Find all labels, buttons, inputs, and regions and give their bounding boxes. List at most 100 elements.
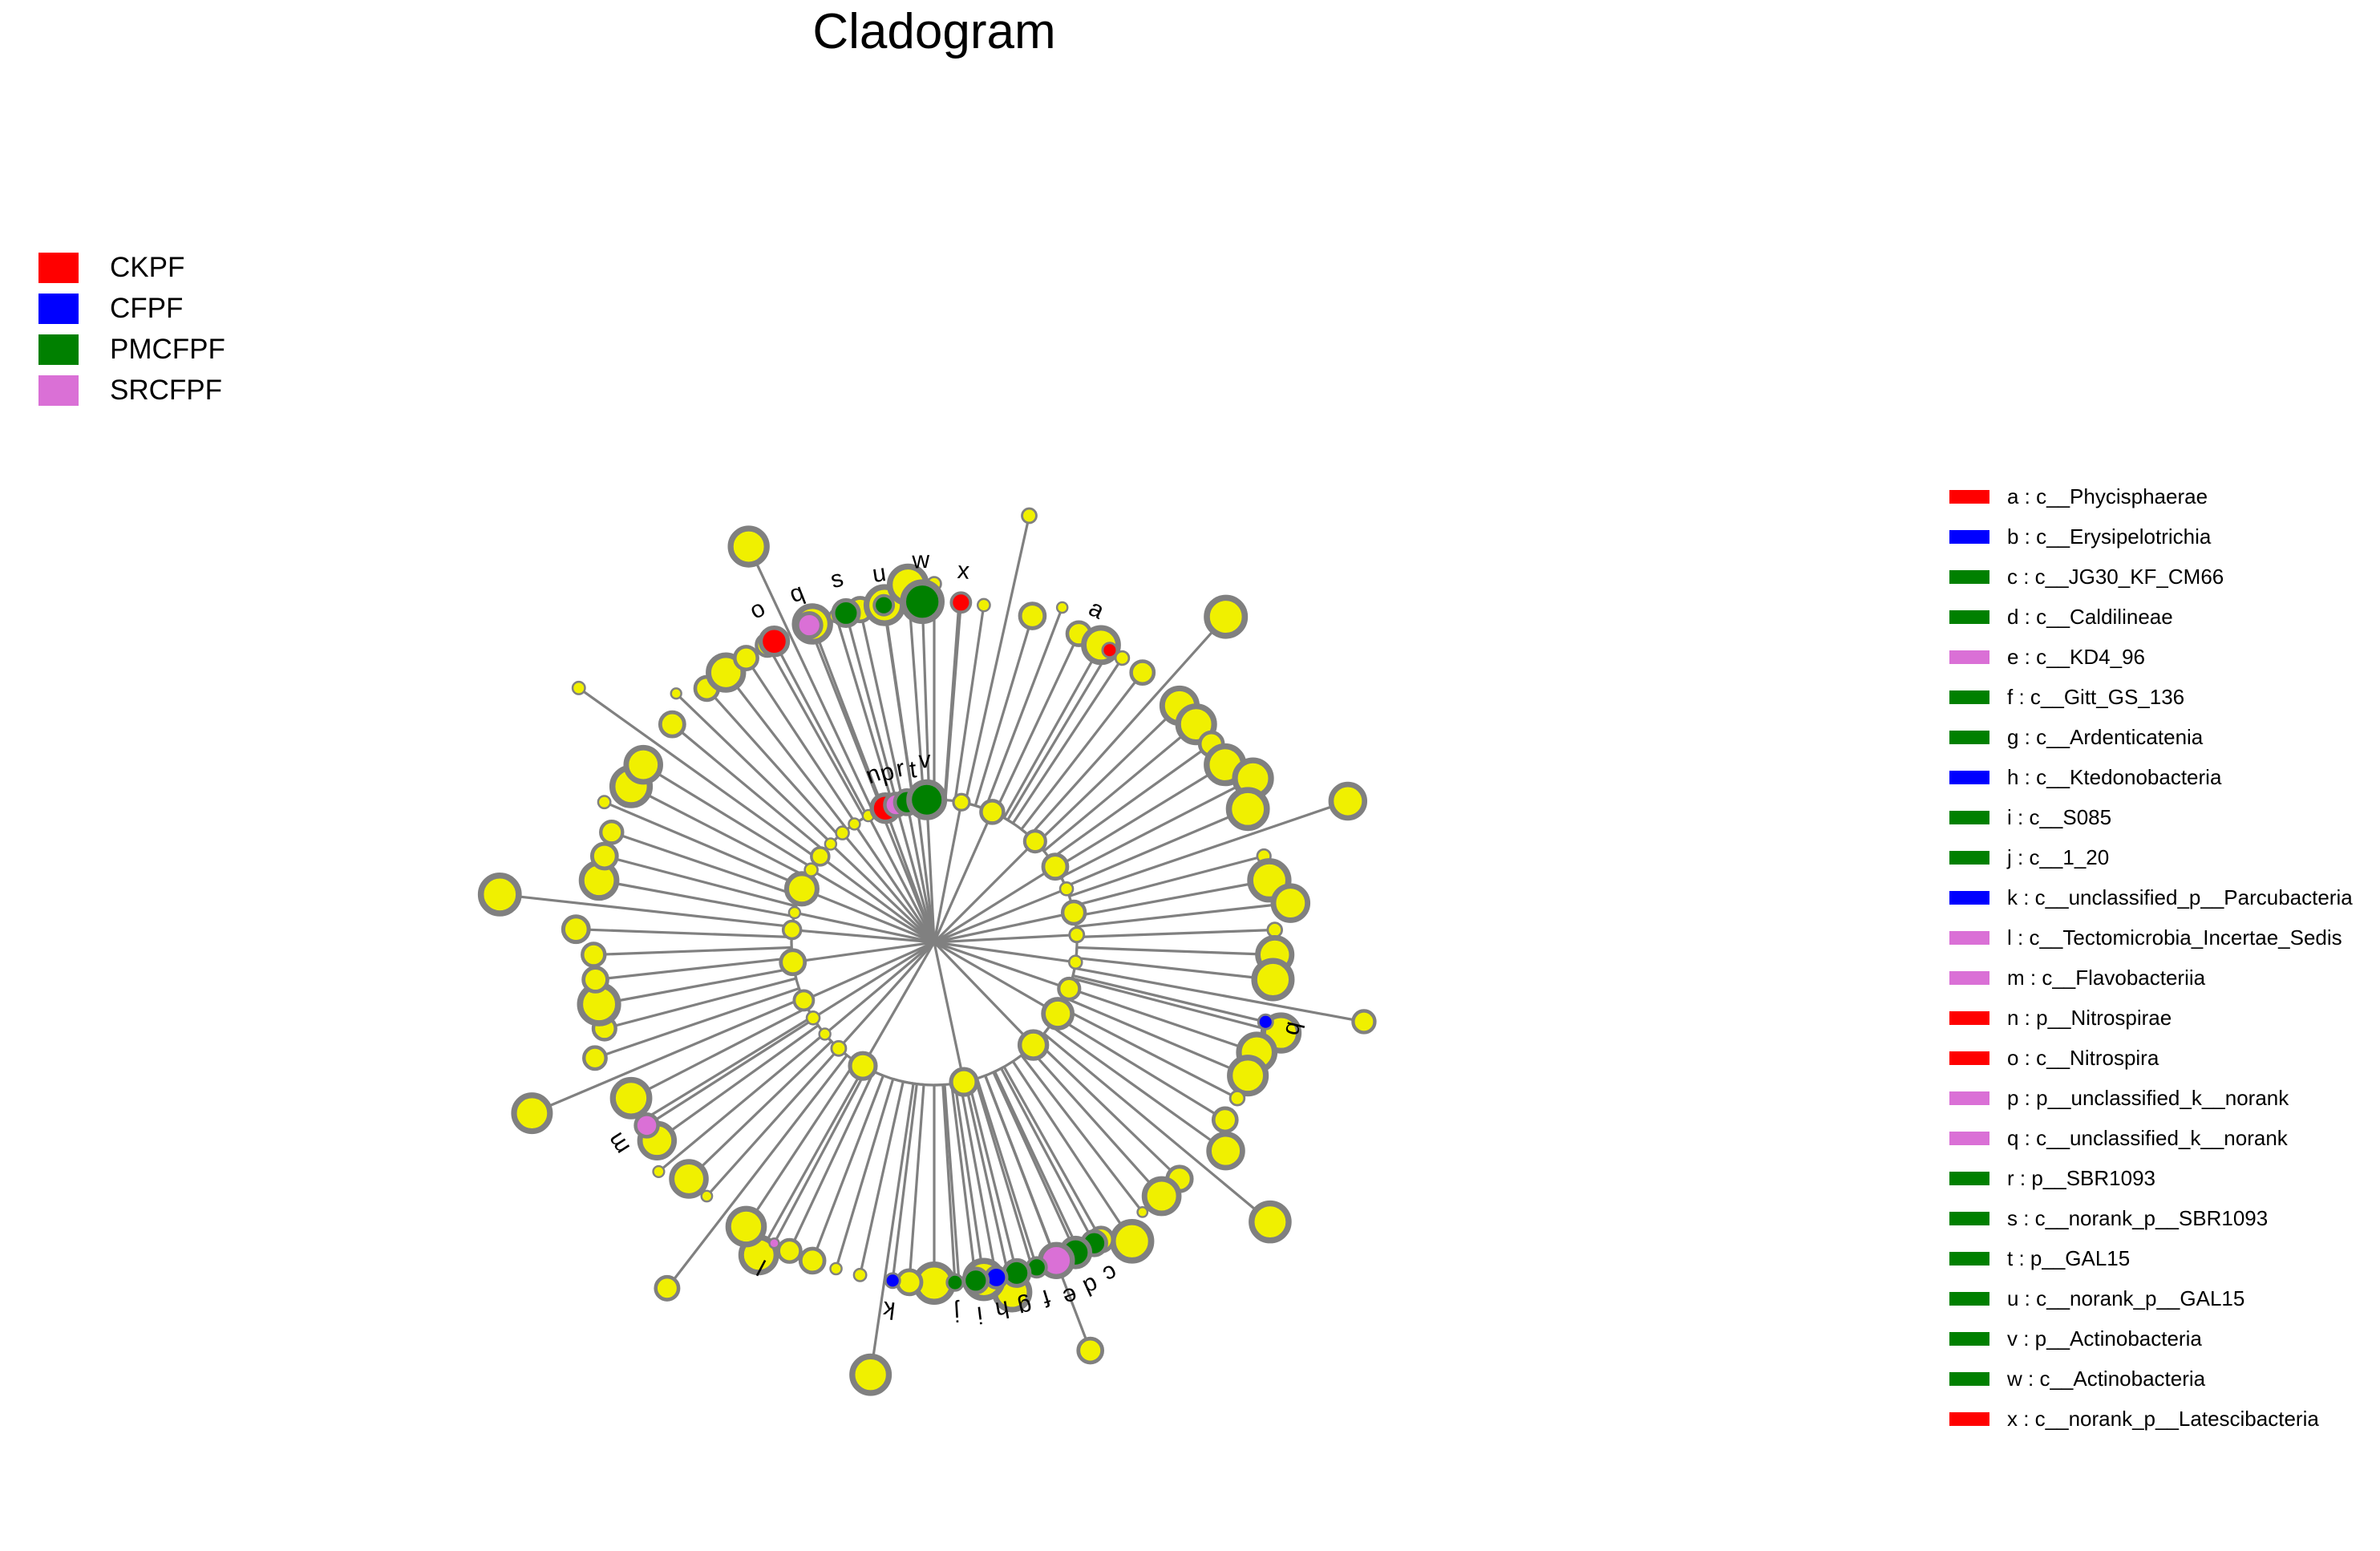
leaf-node — [1021, 507, 1038, 524]
branch-line — [853, 823, 936, 943]
branch-line — [867, 815, 936, 943]
leaf-node — [511, 1092, 553, 1135]
internal-node — [1041, 997, 1075, 1031]
internal-node — [830, 1039, 848, 1057]
taxa-legend-label: n : p__Nitrospirae — [2007, 1006, 2172, 1030]
taxa-legend-label: v : p__Actinobacteria — [2007, 1326, 2202, 1351]
taxa-legend-item-n[interactable]: n : p__Nitrospirae — [1949, 998, 2366, 1038]
taxa-legend-label: r : p__SBR1093 — [2007, 1166, 2156, 1190]
leaf-node — [597, 795, 612, 810]
labeled-node-u — [872, 593, 896, 617]
labeled-node-i — [961, 1266, 990, 1295]
internal-node — [803, 862, 819, 877]
labeled-node-s — [831, 597, 861, 629]
taxa-legend-item-s[interactable]: s : c__norank_p__SBR1093 — [1949, 1198, 2366, 1238]
leaf-node — [599, 820, 625, 845]
node-letter-k: k — [880, 1296, 897, 1324]
labeled-node-o — [758, 626, 791, 658]
taxa-legend-item-v[interactable]: v : p__Actinobacteria — [1949, 1318, 2366, 1359]
internal-node — [848, 1051, 878, 1081]
branch-line — [1068, 986, 1257, 1054]
taxa-legend-item-g[interactable]: g : c__Ardenticatenia — [1949, 717, 2366, 757]
node-letter-c: c — [1099, 1259, 1122, 1288]
labeled-node-l — [768, 1237, 780, 1249]
taxa-legend-item-m[interactable]: m : c__Flavobacteriia — [1949, 958, 2366, 998]
internal-node — [824, 837, 838, 851]
taxa-legend-item-a[interactable]: a : c__Phycisphaerae — [1949, 476, 2366, 516]
taxa-legend-item-r[interactable]: r : p__SBR1093 — [1949, 1158, 2366, 1198]
taxa-legend-item-o[interactable]: o : c__Nitrospira — [1949, 1038, 2366, 1078]
group-legend-item[interactable]: SRCFPF — [38, 370, 375, 411]
internal-node — [787, 905, 802, 920]
branch-line — [1075, 901, 1291, 929]
node-letter-o: o — [745, 595, 769, 625]
taxa-legend-item-t[interactable]: t : p__GAL15 — [1949, 1238, 2366, 1278]
taxa-swatch — [1949, 1010, 1989, 1025]
group-legend-item[interactable]: PMCFPF — [38, 329, 375, 370]
taxa-legend-item-b[interactable]: b : c__Erysipelotrichia — [1949, 516, 2366, 557]
internal-node — [1057, 976, 1082, 1002]
leaf-node — [589, 841, 619, 871]
branch-line — [915, 800, 936, 943]
taxa-legend-item-p[interactable]: p : p__unclassified_k__norank — [1949, 1078, 2366, 1118]
branch-line — [835, 1078, 895, 1270]
leaf-node — [571, 680, 586, 695]
node-letter-g: g — [1015, 1293, 1034, 1322]
branch-line — [630, 1006, 808, 1099]
taxa-legend-item-c[interactable]: c : c__JG30_KF_CM66 — [1949, 557, 2366, 597]
internal-node — [835, 825, 850, 840]
branch-line — [964, 1081, 1014, 1293]
branch-line — [933, 840, 1036, 944]
taxa-legend-label: f : c__Gitt_GS_136 — [2007, 685, 2185, 709]
branch-line — [646, 1018, 815, 1127]
taxa-legend-item-w[interactable]: w : c__Actinobacteria — [1949, 1359, 2366, 1399]
internal-node — [805, 1010, 821, 1026]
branch-line — [859, 609, 905, 804]
leaf-node — [670, 687, 682, 700]
taxa-legend-label: i : c__S085 — [2007, 805, 2112, 829]
leaf-node — [852, 1267, 868, 1282]
leaf-node — [727, 525, 770, 568]
branch-line — [788, 1071, 875, 1252]
branch-line — [604, 977, 797, 1031]
branch-line — [950, 1083, 978, 1282]
taxa-legend-item-q[interactable]: q : c__unclassified_k__norank — [1949, 1118, 2366, 1158]
branch-line — [861, 942, 936, 1067]
branch-line — [1049, 1024, 1227, 1152]
leaf-node — [1249, 1200, 1292, 1244]
taxa-legend-item-k[interactable]: k : c__unclassified_p__Parcubacteria — [1949, 877, 2366, 917]
taxa-swatch — [1949, 930, 1989, 945]
taxa-legend-label: l : c__Tectomicrobia_Incertae_Sedis — [2007, 925, 2342, 950]
internal-node — [1060, 899, 1087, 926]
taxa-legend-item-l[interactable]: l : c__Tectomicrobia_Incertae_Sedis — [1949, 917, 2366, 958]
node-letter-f: f — [1038, 1284, 1054, 1311]
taxa-legend-item-e[interactable]: e : c__KD4_96 — [1949, 637, 2366, 677]
taxa-legend-item-d[interactable]: d : c__Caldilineae — [1949, 597, 2366, 637]
labeled-node-k — [884, 1272, 901, 1290]
taxa-legend-label: w : c__Actinobacteria — [2007, 1367, 2206, 1391]
branch-line — [882, 605, 915, 802]
branch-line — [1002, 1066, 1103, 1241]
taxa-legend-item-u[interactable]: u : c__norank_p__GAL15 — [1949, 1278, 2366, 1318]
branch-line — [687, 1040, 832, 1180]
branch-line — [1076, 928, 1275, 939]
node-letter-q: q — [786, 579, 808, 609]
node-letter-a: a — [1085, 595, 1109, 625]
branch-line — [953, 1083, 986, 1280]
group-legend-item[interactable]: CKPF — [38, 247, 375, 288]
taxa-legend-item-x[interactable]: x : c__norank_p__Latescibacteria — [1949, 1399, 2366, 1439]
internal-node — [792, 989, 816, 1012]
taxa-legend-item-f[interactable]: f : c__Gitt_GS_136 — [1949, 677, 2366, 717]
leaf-node — [581, 942, 607, 968]
taxa-swatch — [1949, 1371, 1989, 1386]
taxa-swatch — [1949, 1091, 1989, 1105]
taxa-legend-item-j[interactable]: j : c__1_20 — [1949, 837, 2366, 877]
branch-line — [792, 941, 935, 964]
branch-line — [894, 804, 936, 943]
taxa-legend-item-h[interactable]: h : c__Ktedonobacteria — [1949, 757, 2366, 797]
branch-line — [925, 800, 936, 943]
taxa-legend-item-i[interactable]: i : c__S085 — [1949, 797, 2366, 837]
group-legend-item[interactable]: CFPF — [38, 288, 375, 329]
group-legend-label: PMCFPF — [110, 334, 225, 365]
